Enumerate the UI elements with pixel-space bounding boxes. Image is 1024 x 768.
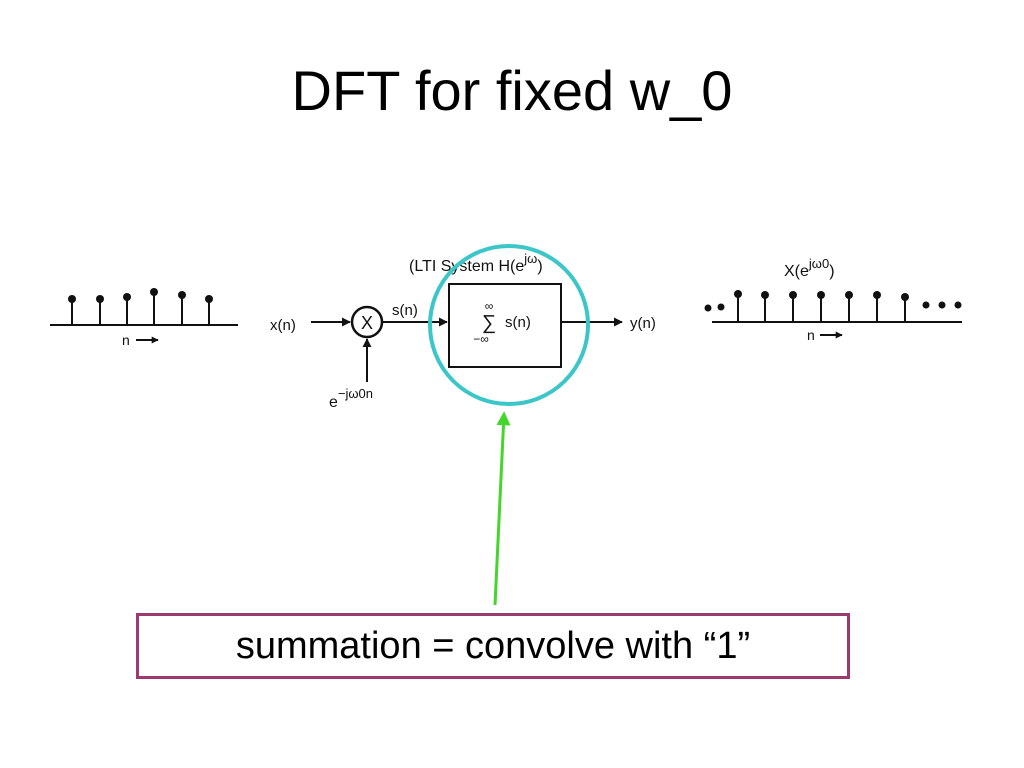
input-stem <box>96 295 104 325</box>
trailing-dot <box>922 301 930 309</box>
output-stem <box>845 291 853 322</box>
highlight-circle <box>428 244 590 406</box>
input-stem-plot: n <box>50 288 238 348</box>
input-stem <box>150 288 158 325</box>
system-caption-prefix: (LTI System H(e <box>409 258 524 275</box>
multiplier-circle <box>350 305 384 339</box>
multiplier-node: X <box>350 305 384 339</box>
system-box <box>448 283 562 368</box>
output-stem-plot: n <box>704 290 962 343</box>
output-stem <box>789 291 797 322</box>
trailing-dot <box>938 301 946 309</box>
output-stem <box>873 291 881 322</box>
multiplier-symbol: X <box>361 313 373 333</box>
leading-dot <box>717 303 725 311</box>
system-caption-exponent: jω <box>523 251 537 266</box>
caption-text: summation = convolve with “1” <box>235 624 751 667</box>
input-stem <box>205 295 213 325</box>
output-axis-label: n <box>807 327 815 343</box>
output-label: y(n) <box>630 315 656 332</box>
output-caption-suffix: ) <box>829 263 834 280</box>
output-stem <box>734 290 742 322</box>
modulator-label: e−jω0n <box>329 386 373 411</box>
trailing-dot <box>954 301 962 309</box>
system-caption: (LTI System H(ejω) <box>409 251 543 275</box>
product-label: s(n) <box>392 302 418 319</box>
sum-symbol: ∑ <box>482 312 496 334</box>
caption-box: summation = convolve with “1” <box>136 613 850 679</box>
input-stem <box>123 293 131 325</box>
modulator-base: e <box>329 394 338 411</box>
input-stem <box>68 295 76 325</box>
leading-dot <box>704 304 712 312</box>
sum-upper-limit: ∞ <box>485 299 494 313</box>
slide-title: DFT for fixed w_0 <box>291 59 733 122</box>
output-stem <box>817 291 825 322</box>
input-stem <box>178 291 186 325</box>
output-stem <box>901 293 909 322</box>
lti-system-block: ∞ ∑ −∞ s(n) <box>448 283 562 368</box>
output-caption: X(ejω0) <box>784 256 835 280</box>
pointer-arrow <box>493 411 511 606</box>
output-caption-prefix: X(e <box>784 263 809 280</box>
sum-argument: s(n) <box>505 314 531 331</box>
output-caption-exponent: jω0 <box>808 256 829 271</box>
input-axis-label: n <box>122 332 130 348</box>
modulator-exponent: −jω0n <box>338 386 373 401</box>
output-stem <box>761 291 769 322</box>
input-signal-label: x(n) <box>270 317 296 334</box>
system-caption-suffix: ) <box>537 258 542 275</box>
sum-lower-limit: −∞ <box>473 332 489 346</box>
